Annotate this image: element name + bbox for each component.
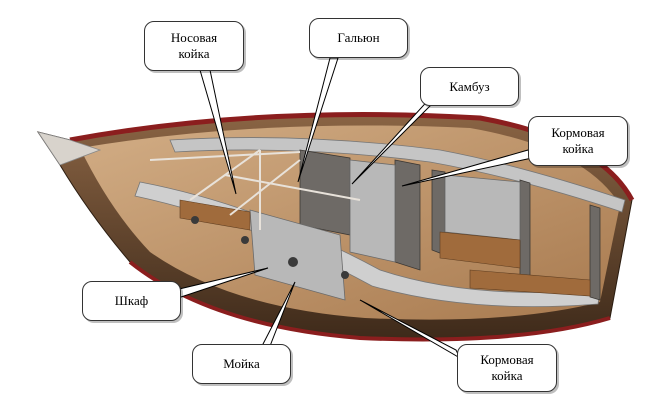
callout-bow-berth: Носовая койка bbox=[144, 21, 244, 71]
gunwale-trim-lower bbox=[128, 260, 611, 342]
callout-aft-berth-bottom: Кормовая койка bbox=[457, 344, 557, 392]
portholes bbox=[191, 216, 349, 279]
callout-sink: Мойка bbox=[192, 344, 291, 384]
bow-deck bbox=[37, 131, 102, 166]
berth-cushions bbox=[179, 199, 591, 297]
callout-galley: Камбуз bbox=[420, 67, 519, 106]
callout-wardrobe: Шкаф bbox=[82, 281, 181, 321]
callout-leaders bbox=[174, 57, 533, 360]
side-deck-upper bbox=[169, 137, 626, 213]
callout-aft-berth-right: Кормовая койка bbox=[528, 116, 628, 166]
light-panels bbox=[249, 159, 521, 301]
callout-head: Гальюн bbox=[309, 18, 408, 58]
